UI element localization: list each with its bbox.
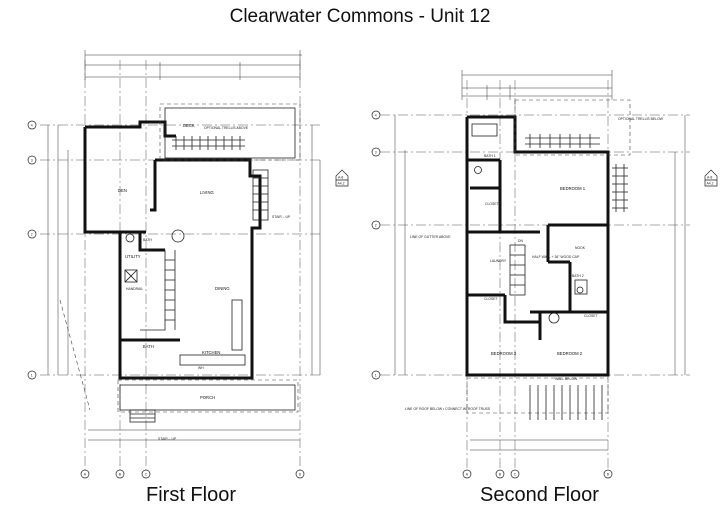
note-handrail: HANDRAIL: [126, 287, 143, 291]
note-trellis-below: OPTIONAL TRELLIS BELOW: [618, 117, 664, 121]
grid-letter: C: [514, 472, 517, 476]
room-label-deck: DECK: [183, 123, 195, 128]
grid-letter: C: [145, 472, 148, 476]
room-label-bedroom1: BEDROOM 1: [560, 186, 586, 191]
second-floor-stair: [509, 244, 526, 296]
first-floor-grid-bubbles: 4 3 2 1 A B C D: [27, 120, 305, 479]
room-label-nook: NOOK: [575, 246, 586, 250]
grid-letter: D: [607, 472, 610, 476]
section-tag-bottom: A4.2: [338, 182, 345, 186]
section-tag-top: A-8: [338, 176, 343, 180]
room-label-laundry: LAUNDRY: [490, 259, 507, 263]
note-roof-below: LINE OF ROOF BELOW • CONNECT W/ ROOF TRU…: [405, 407, 491, 411]
room-label-closet-a: CLOSET: [485, 202, 499, 206]
section-tag-top: A-8: [707, 176, 712, 180]
room-label-kitchen: KITCHEN: [202, 350, 220, 355]
note-wall-below: WALL BELOW: [555, 377, 578, 381]
grid-letter: A: [84, 472, 87, 476]
first-floor-exterior-stair: [252, 169, 269, 221]
room-label-dn: DN: [518, 239, 523, 243]
second-floor-grid-bubbles: 4 3 2 1 A B C D: [371, 110, 613, 479]
section-tag-bottom: A4.2: [707, 182, 714, 186]
room-label-utility: UTILITY: [125, 254, 141, 259]
room-label-bath-small: BATH: [143, 238, 152, 242]
grid-number: 1: [375, 373, 377, 377]
room-label-closet-c: CLOSET: [584, 314, 598, 318]
second-floor-top-trellis: [525, 134, 600, 148]
second-floor-caption: Second Floor: [480, 484, 599, 506]
first-floor-caption: First Floor: [146, 484, 236, 506]
room-label-dining: DINING: [215, 286, 230, 291]
note-stair-up: STAIR – UP: [272, 215, 291, 219]
room-label-closet-b: CLOSET: [484, 297, 498, 301]
deck-trellis: [172, 136, 245, 150]
grid-letter: B: [499, 472, 502, 476]
grid-number: 1: [31, 373, 33, 377]
sheet-title: Clearwater Commons - Unit 12: [229, 6, 491, 27]
second-floor-roof-below: [466, 377, 609, 420]
grid-letter: B: [119, 472, 122, 476]
first-floor-stair: [165, 259, 175, 321]
grid-letter: D: [299, 472, 302, 476]
room-label-porch: PORCH: [200, 395, 215, 400]
second-floor-trellis: [612, 164, 628, 212]
grid-number: 3: [31, 158, 33, 162]
grid-number: 2: [31, 232, 33, 236]
room-label-bedroom2: BEDROOM 2: [557, 351, 583, 356]
room-label-bath2: BATH 2: [572, 274, 584, 278]
room-label-den: DEN: [118, 188, 127, 193]
room-label-bedroom3: BEDROOM 3: [491, 351, 517, 356]
second-floor-plan: BEDROOM 1 BEDROOM 2 BEDROOM 3 BATH 1 BAT…: [371, 70, 718, 479]
note-gutter: LINE OF GUTTER ABOVE: [410, 235, 451, 239]
note-half-wall: HALF WALL + 36" WOOD CAP: [532, 255, 580, 259]
note-trellis: OPTIONAL TRELLIS ABOVE: [204, 126, 249, 130]
grid-letter: A: [466, 472, 469, 476]
grid-number: 4: [31, 123, 33, 127]
porch-steps: [129, 409, 156, 423]
first-floor-plan: DEN LIVING DINING KITCHEN BATH UTILITY P…: [27, 50, 349, 479]
grid-number: 2: [375, 223, 377, 227]
room-label-wh: WH: [198, 366, 204, 370]
grid-number: 3: [375, 150, 377, 154]
room-label-bath: BATH: [143, 344, 154, 349]
first-floor-section-tag: A-8 A4.2: [335, 169, 349, 187]
grid-number: 4: [375, 113, 377, 117]
second-floor-section-tag: A-8 A4.2: [704, 169, 718, 187]
note-stair-bottom: STAIR – UP: [158, 437, 177, 441]
room-label-bath1: BATH 1: [484, 154, 496, 158]
room-label-living: LIVING: [200, 190, 214, 195]
